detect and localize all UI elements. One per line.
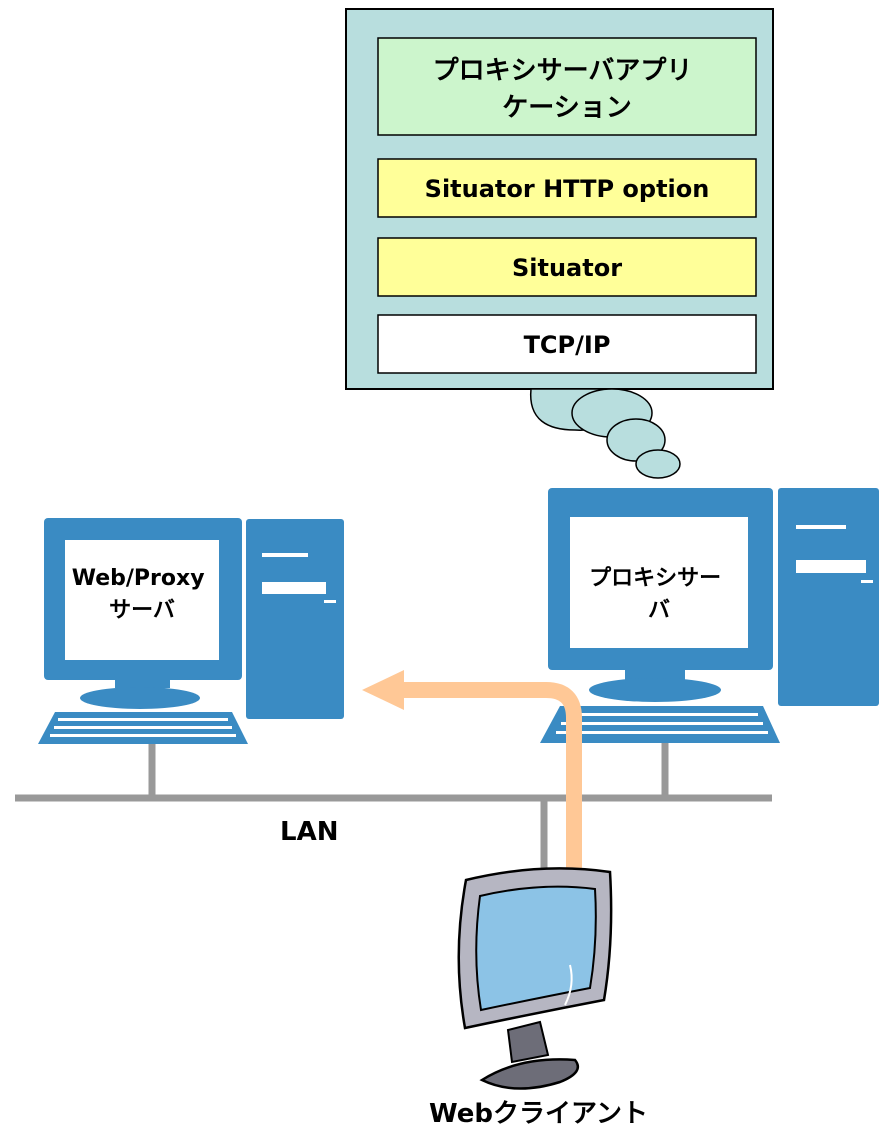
layer-proxy-app-line1: プロキシサーバアプリ — [433, 56, 693, 86]
right-keyboard-keys — [556, 713, 768, 734]
left-server-line1: Web/Proxy — [72, 566, 205, 591]
right-server-line1: プロキシサー — [589, 566, 721, 591]
software-stack: プロキシサーバアプリ ケーション Situator HTTP option Si… — [345, 8, 774, 390]
request-arrow — [362, 670, 582, 915]
thought-bubbles — [530, 388, 681, 479]
layer-situator-label: Situator — [512, 254, 622, 282]
right-monitor-stand — [625, 670, 685, 680]
right-tower-slot1 — [796, 525, 846, 529]
left-monitor-stand — [115, 680, 170, 688]
lan-network — [15, 742, 772, 918]
layer-proxy-app — [377, 37, 757, 136]
layer-situator-http-label: Situator HTTP option — [425, 175, 710, 203]
client-label: Webクライアント — [429, 1099, 648, 1129]
left-monitor-screen — [65, 540, 219, 660]
left-server-label: Web/Proxy サーバ — [72, 566, 212, 623]
left-tower-slot2 — [324, 600, 336, 603]
request-arrow-shaft — [395, 682, 582, 915]
layer-proxy-app-line2: ケーション — [502, 93, 631, 123]
left-tower-drive — [262, 582, 326, 594]
right-server-line2: バ — [648, 598, 670, 623]
layer-situator — [377, 237, 757, 297]
client-monitor-screen — [475, 885, 597, 1012]
layer-situator-http — [377, 158, 757, 218]
left-monitor-base — [80, 687, 200, 709]
layer-proxy-app-label: プロキシサーバアプリ ケーション — [433, 56, 702, 123]
client-monitor-base — [479, 1058, 580, 1090]
right-computer — [540, 488, 879, 743]
right-tower-drive — [796, 560, 866, 573]
left-server-line2: サーバ — [109, 598, 175, 623]
right-tower — [778, 488, 879, 706]
web-client — [457, 867, 613, 1090]
right-monitor-screen — [570, 517, 748, 648]
left-keyboard-keys — [50, 718, 236, 737]
layer-tcpip — [377, 314, 757, 374]
lan-label: LAN — [280, 817, 338, 847]
right-tower-slot2 — [861, 580, 873, 583]
client-monitor-neck — [506, 1020, 550, 1064]
request-arrow-head — [362, 670, 404, 710]
left-tower — [246, 519, 344, 719]
right-server-label: プロキシサー バ — [589, 566, 729, 623]
client-screen-reflection — [564, 964, 573, 1006]
left-tower-slot1 — [262, 553, 308, 557]
layer-tcpip-label: TCP/IP — [524, 331, 611, 359]
bubble-4 — [635, 449, 681, 479]
left-computer — [38, 518, 344, 744]
right-monitor-base — [589, 678, 721, 702]
